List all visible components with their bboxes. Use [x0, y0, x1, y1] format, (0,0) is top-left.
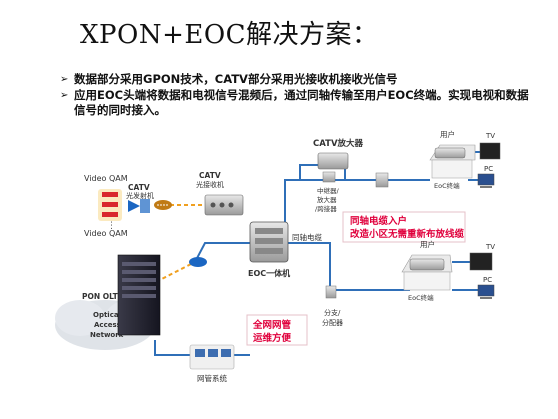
catv-tx-label-1: CATV — [128, 183, 150, 192]
nms-note-box — [246, 314, 308, 346]
eoc-head-label: EOC一体机 — [248, 268, 290, 278]
coax-note-box — [342, 211, 466, 243]
splitter-lower: 分支/ 分配器 — [322, 285, 343, 327]
bullet-text: 数据部分采用GPON技术，CATV部分采用光接收机接收光信号 — [74, 72, 398, 86]
arrow-bullet-icon: ➢ — [60, 74, 69, 85]
video-qam-top-label: Video QAM — [84, 174, 128, 183]
pon-olt-label: PON OLT — [82, 292, 119, 301]
video-qam-icon: ⋮ — [98, 189, 122, 231]
nms-note-line-2: 运维方便 — [253, 332, 292, 344]
coax-line-upper-user — [344, 165, 430, 181]
coax-note-line-1: 同轴电缆入户 — [350, 215, 407, 227]
amplifier-icon — [317, 152, 349, 170]
nms-note-line-1: 全网网管 — [252, 319, 292, 331]
eoc-head-unit: EOC一体机 同轴电缆 — [248, 221, 322, 278]
bullet-item-2: ➢ 应用EOC头端将数据和电视信号混频后，通过同轴传输至用户EOC终端。实现电视… — [60, 88, 540, 118]
arrow-bullet-icon: ➢ — [60, 90, 69, 101]
transmitter-icon — [128, 200, 140, 212]
eoc-terminal-bottom-label: EoC终端 — [408, 293, 434, 302]
catv-amp-label: CATV放大器 — [313, 138, 364, 149]
user-top-label: 用户 — [440, 129, 455, 139]
catv-amplifier: CATV放大器 — [313, 138, 364, 170]
coax-line-eoc-left — [194, 242, 250, 263]
fiber-coil-icon-lower — [189, 257, 207, 267]
video-qam-group: Video QAM Video QAM ⋮ — [84, 174, 128, 238]
video-qam-bottom-label: Video QAM — [84, 229, 128, 238]
relay-label-3: /跨接器 — [315, 204, 337, 213]
pc-top-label: PC — [484, 165, 493, 173]
relay-device: 中继器/ 放大器 /跨接器 — [315, 171, 389, 213]
bullet-text: 应用EOC头端将数据和电视信号混频后，通过同轴传输至用户EOC终端。实现电视和数… — [74, 88, 529, 117]
relay-label-2: 放大器 — [317, 195, 337, 204]
tv-bottom-label: TV — [485, 243, 495, 251]
eoc-terminal-top-icon — [434, 147, 466, 159]
eoc-terminal-top-label: EoC终端 — [434, 181, 460, 190]
pc-bottom-label: PC — [483, 276, 492, 284]
page-title: XPON+EOC解决方案： — [80, 20, 379, 50]
coax-note-line-2: 改造小区无需重新布放线缆 — [350, 228, 465, 240]
coax-line-lower — [285, 242, 410, 291]
coax-cable-label: 同轴电缆 — [292, 232, 322, 242]
pon-olt: PON OLT — [82, 254, 161, 336]
bullet-item-1: ➢ 数据部分采用GPON技术，CATV部分采用光接收机接收光信号 — [60, 72, 540, 87]
catv-transmitter: CATV 光发射机 — [126, 183, 172, 213]
splitter-lower-icon — [325, 285, 337, 299]
splitter-upper-icon — [375, 172, 389, 188]
catv-tx-label-2: 光发射机 — [126, 191, 154, 200]
coax-line-upper — [284, 164, 345, 243]
optical-label-1: Optical — [93, 311, 121, 319]
user-lower: 用户 EoC终端 TV PC — [401, 239, 495, 302]
user-upper: 用户 EoC终端 TV PC — [429, 129, 501, 190]
catv-rx-label-2: 光接收机 — [196, 180, 224, 189]
nms-label: 网管系统 — [197, 373, 227, 383]
tv-top-icon — [479, 142, 501, 160]
catv-rx-label-1: CATV — [199, 171, 221, 180]
optical-label-3: Network — [90, 331, 124, 339]
catv-receiver: CATV 光接收机 — [196, 171, 244, 216]
svg-text:⋮: ⋮ — [107, 221, 116, 231]
user-bottom-label: 用户 — [420, 239, 435, 249]
tv-top-label: TV — [485, 132, 495, 140]
tv-bottom-icon — [469, 252, 493, 271]
optical-label-2: Access — [94, 321, 121, 329]
eoc-terminal-bottom-icon — [409, 258, 445, 271]
pc-bottom-icon — [477, 284, 495, 297]
pc-top-icon — [477, 173, 495, 186]
coax-line-lower-terminal — [452, 261, 478, 291]
relay-label-1: 中继器/ — [317, 186, 340, 195]
bullet-list: ➢ 数据部分采用GPON技术，CATV部分采用光接收机接收光信号 ➢ 应用EOC… — [60, 72, 540, 119]
splitter-label-1: 分支/ — [324, 308, 341, 317]
relay-icon — [322, 171, 336, 183]
splitter-label-2: 分配器 — [322, 318, 343, 327]
nms-group: 网管系统 全网网管 运维方便 — [189, 314, 308, 383]
coax-note: 同轴电缆入户 改造小区无需重新布放线缆 — [342, 211, 466, 243]
